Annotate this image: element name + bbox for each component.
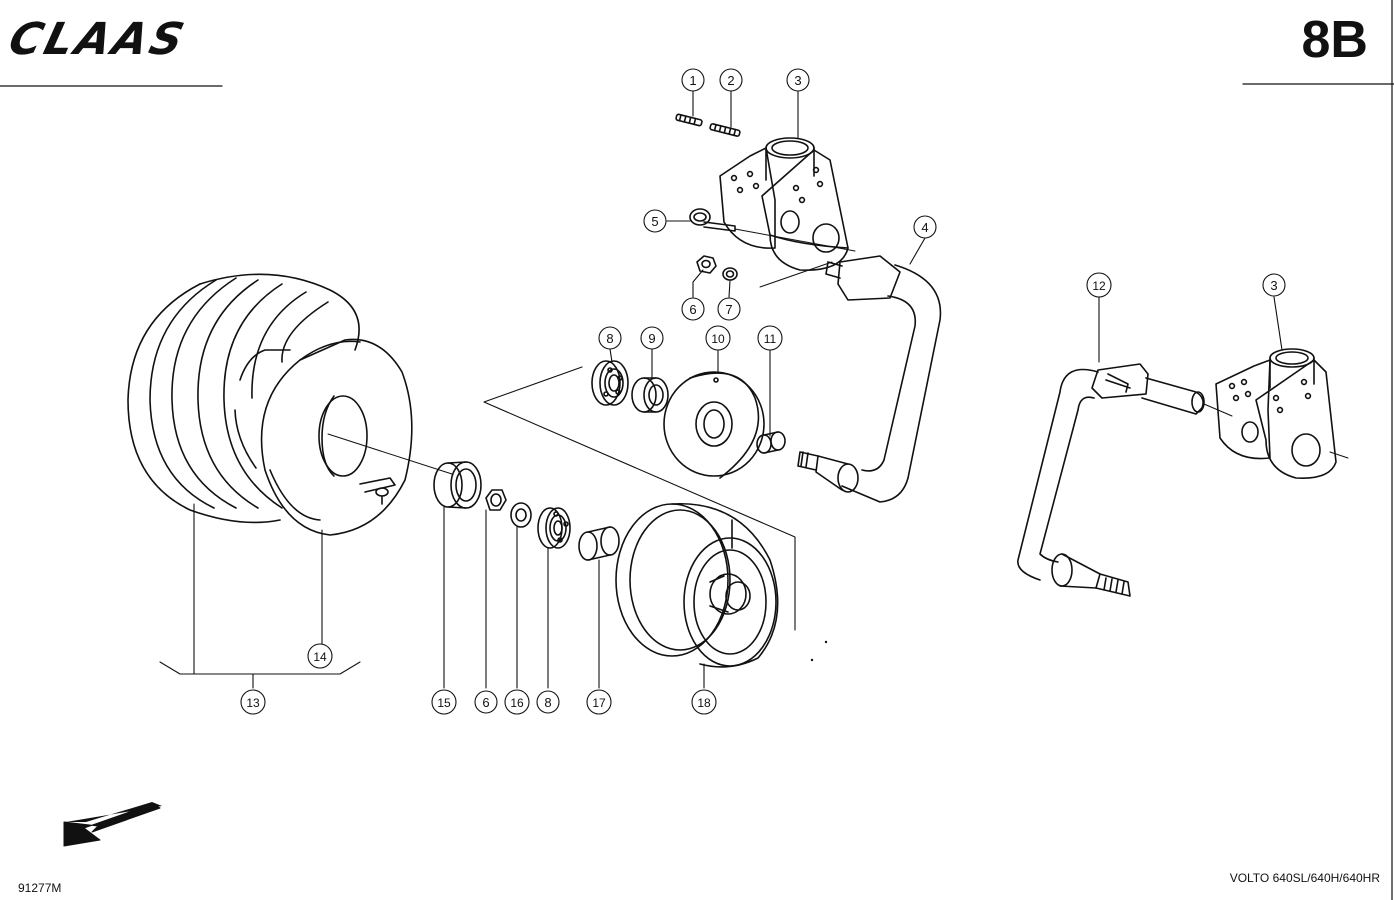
assembly-outline [483, 366, 796, 631]
part-ring-pin-5 [689, 208, 856, 252]
callout-5: 5 [643, 209, 667, 233]
stray-marks [810, 640, 828, 662]
part-rim-18 [615, 502, 779, 668]
callout-15: 15 [431, 689, 457, 715]
part-cap-15 [433, 461, 482, 509]
callout-label: 9 [648, 331, 655, 346]
callout-label: 13 [246, 696, 260, 710]
part-nut-6-top [696, 255, 717, 274]
part-washer-7-top [722, 261, 833, 288]
callout-label: 8 [544, 695, 551, 710]
callout-label: 6 [689, 302, 696, 317]
callout-9: 9 [640, 326, 664, 350]
part-spring-pin-1 [675, 113, 703, 127]
part-washer-16 [510, 502, 532, 528]
callout-bubbles: 1 2 3 5 4 6 7 8 9 10 11 12 3 14 13 15 6 … [240, 68, 1286, 715]
callout-label: 5 [651, 214, 658, 229]
leader-lines [159, 90, 1283, 689]
part-spring-pin-2 [709, 123, 741, 137]
callout-label: 10 [711, 332, 725, 346]
callout-1: 1 [681, 68, 705, 92]
callout-6-top: 6 [681, 297, 705, 321]
callout-label: 8 [606, 331, 613, 346]
callout-label: 3 [1270, 278, 1277, 293]
callout-label: 1 [689, 73, 696, 88]
callout-label: 6 [482, 695, 489, 710]
callout-label: 17 [592, 696, 606, 710]
callout-label: 12 [1092, 279, 1106, 293]
callout-label: 15 [437, 696, 451, 710]
callout-label: 7 [725, 302, 732, 317]
part-bushing-9 [631, 377, 669, 413]
part-axle-arm-12 [1017, 363, 1349, 597]
page-code: 8B [1301, 11, 1368, 69]
callout-8-bottom: 8 [536, 690, 560, 714]
part-tyre-13 [127, 273, 360, 524]
part-spacer-17 [578, 526, 620, 561]
drawing-number: 91277M [18, 881, 62, 895]
callout-16: 16 [504, 689, 530, 715]
callout-14: 14 [307, 643, 333, 669]
callout-10: 10 [705, 325, 731, 351]
callout-label: 14 [313, 650, 327, 664]
callout-3-right: 3 [1262, 273, 1286, 297]
callout-4: 4 [913, 215, 937, 239]
callout-11: 11 [757, 325, 783, 351]
callout-label: 16 [510, 696, 524, 710]
part-inner-tube-14 [260, 338, 413, 536]
part-bracket-3-right [1215, 348, 1337, 479]
callout-7: 7 [717, 297, 741, 321]
callout-3-top: 3 [786, 68, 810, 92]
axis-line-wheel [327, 433, 453, 475]
callout-label: 11 [764, 332, 777, 346]
callout-13: 13 [240, 689, 266, 715]
callout-17: 17 [586, 689, 612, 715]
callout-label: 3 [794, 73, 801, 88]
callout-label: 18 [697, 696, 711, 710]
part-nut-6-bottom [485, 489, 507, 511]
model-caption: VOLTO 640SL/640H/640HR [1229, 871, 1380, 885]
callout-6-bottom: 6 [474, 690, 498, 714]
callout-18: 18 [691, 689, 717, 715]
part-disc-10 [663, 371, 765, 479]
direction-arrow-icon [63, 802, 162, 847]
callout-label: 4 [921, 220, 928, 235]
callout-2: 2 [719, 68, 743, 92]
part-bearing-8-bottom [537, 507, 571, 549]
part-bearing-8-top [591, 360, 629, 406]
part-sleeve-11 [756, 431, 786, 454]
part-bracket-3-top [719, 137, 849, 271]
callout-12: 12 [1086, 272, 1112, 298]
callout-8-top: 8 [598, 326, 622, 350]
callout-label: 2 [727, 73, 734, 88]
part-axle-arm-4 [797, 255, 942, 503]
